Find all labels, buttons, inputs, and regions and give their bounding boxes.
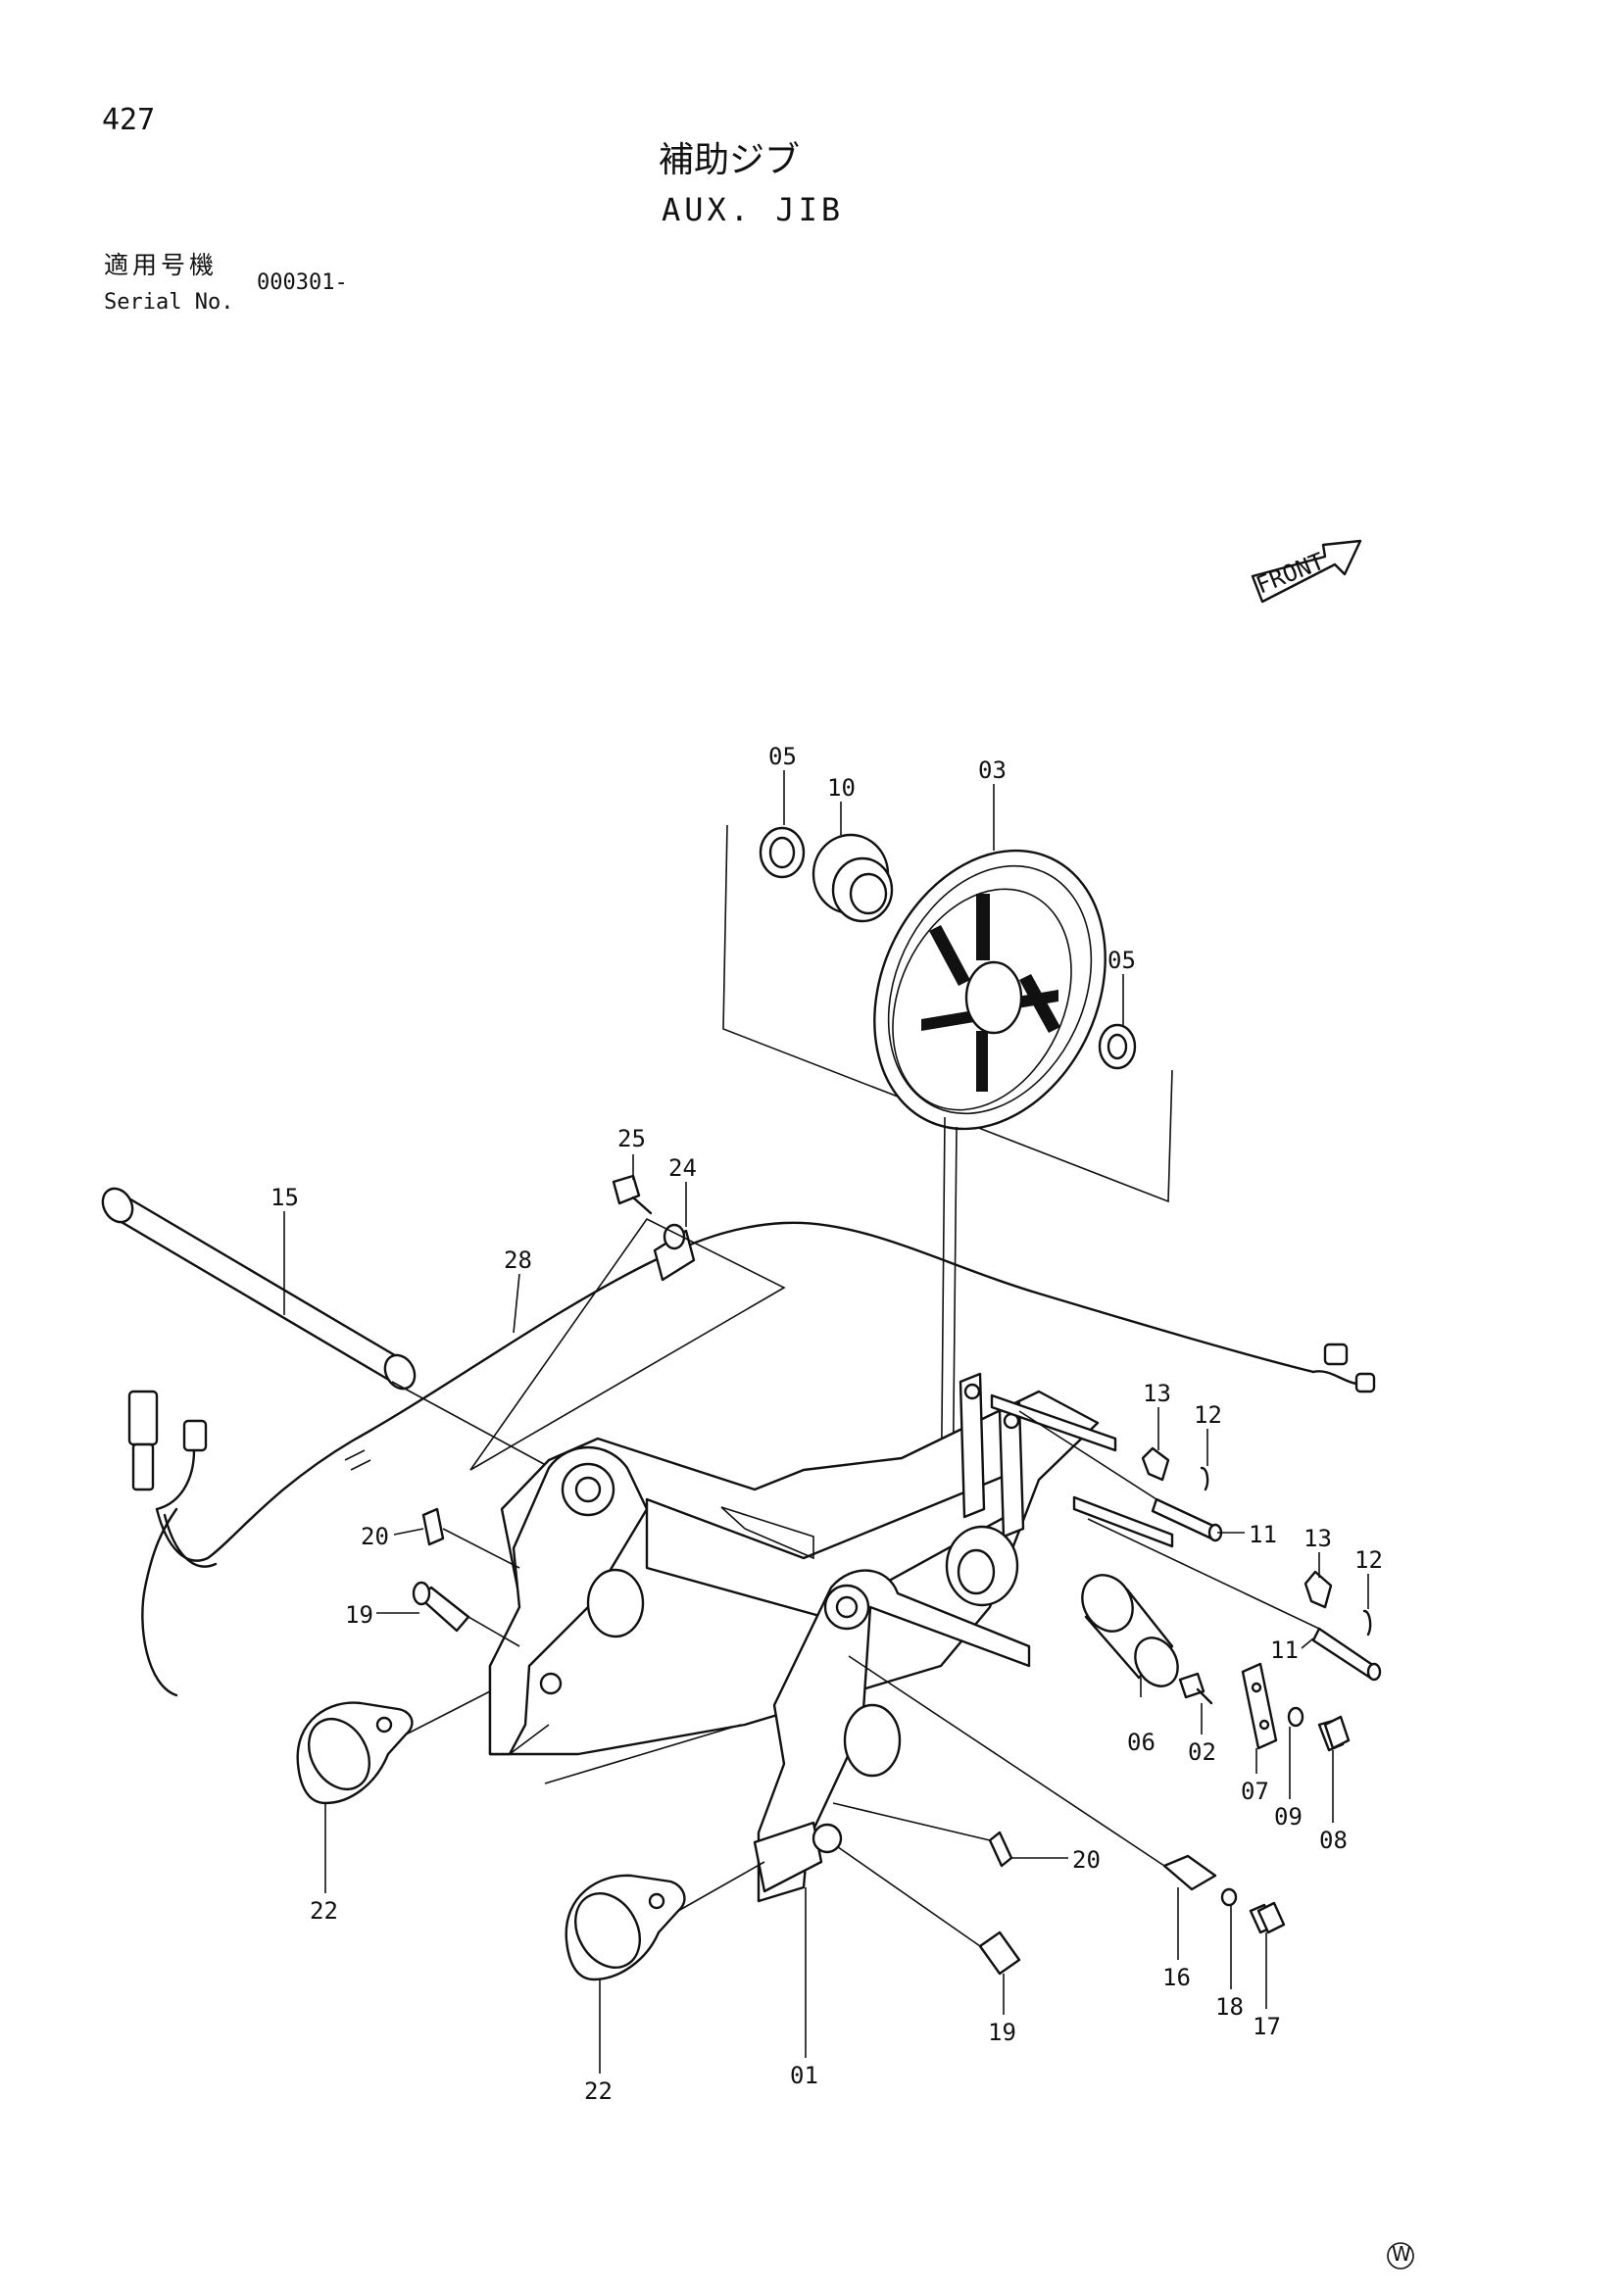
plate-07 [1241,1662,1278,1750]
clip-13-lower [1303,1570,1333,1609]
plate-22-right [565,1861,765,1981]
washer-09 [1287,1706,1304,1728]
callout-label: 24 [668,1154,697,1182]
callout-label: 05 [1107,947,1136,974]
pin-15 [101,1187,556,1471]
callout-label: 20 [361,1523,389,1550]
footer-mark: W [1392,2242,1411,2266]
callout-label: 02 [1188,1738,1216,1766]
main-bracket-01 [488,1372,1174,1903]
serial-label-japanese: 適用号機 [104,251,219,279]
leader-lines [283,770,1369,2074]
clip-20-left [421,1507,520,1569]
callout-label: 12 [1194,1401,1222,1429]
callout-label: 16 [1162,1964,1191,1991]
w-mark-circle [1387,2242,1414,2270]
cotter-12-upper [1200,1466,1209,1491]
callout-label: 11 [1249,1521,1277,1548]
bolt-02 [1178,1672,1213,1705]
callout-label: 07 [1241,1778,1269,1805]
callout-label: 28 [504,1246,532,1274]
callout-label: 05 [768,743,797,770]
callout-label: 15 [270,1184,299,1211]
callout-label: 11 [1270,1637,1299,1664]
sheave-assembly [722,824,1173,1530]
bolt-17 [1249,1901,1286,1934]
cotter-12-lower [1362,1609,1372,1637]
callout-label: 13 [1303,1525,1332,1552]
callout-label: 12 [1354,1546,1383,1574]
serial-label-english: Serial No. [104,290,234,315]
plate-22-left [296,1690,491,1805]
serial-range-value: 000301- [257,270,348,295]
washer-18 [1220,1887,1238,1907]
callout-label: 08 [1319,1827,1348,1854]
bolt-25 [612,1174,653,1215]
pin-11-lower [1087,1518,1382,1682]
front-label: FRONT [1253,548,1328,600]
callout-label: 01 [790,2062,818,2089]
callout-label: 19 [345,1601,373,1629]
callout-labels: 05 10 03 05 25 24 15 28 13 12 11 13 12 1… [270,743,1383,2105]
pin-11-upper [1018,1410,1223,1542]
clip-13-upper [1141,1446,1170,1482]
callout-label: 17 [1253,2013,1281,2040]
bolt-08 [1317,1715,1351,1752]
callout-label: 06 [1127,1729,1156,1756]
collar-06 [1081,1574,1179,1687]
callout-label: 18 [1215,1993,1244,2021]
pin-19-right [812,1823,1021,1976]
front-arrow-icon: FRONT [1251,539,1362,604]
callout-label: 03 [978,757,1007,784]
callout-label: 19 [988,2019,1016,2046]
pin-19-left [412,1581,520,1647]
callout-label: 09 [1274,1803,1303,1831]
page-title-english: AUX. JIB [662,191,845,228]
page-number: 427 [102,103,156,137]
callout-label: 20 [1072,1846,1101,1874]
callout-label: 25 [617,1125,646,1152]
callout-label: 22 [584,2077,613,2105]
clip-20-right [832,1802,1013,1868]
callout-label: 13 [1143,1380,1171,1407]
cable-clamp-24 [469,1217,786,1471]
callout-label: 22 [310,1897,338,1925]
plate-16 [848,1655,1217,1891]
callout-label: 10 [827,774,856,802]
page-title-japanese: 補助ジブ [659,140,801,180]
